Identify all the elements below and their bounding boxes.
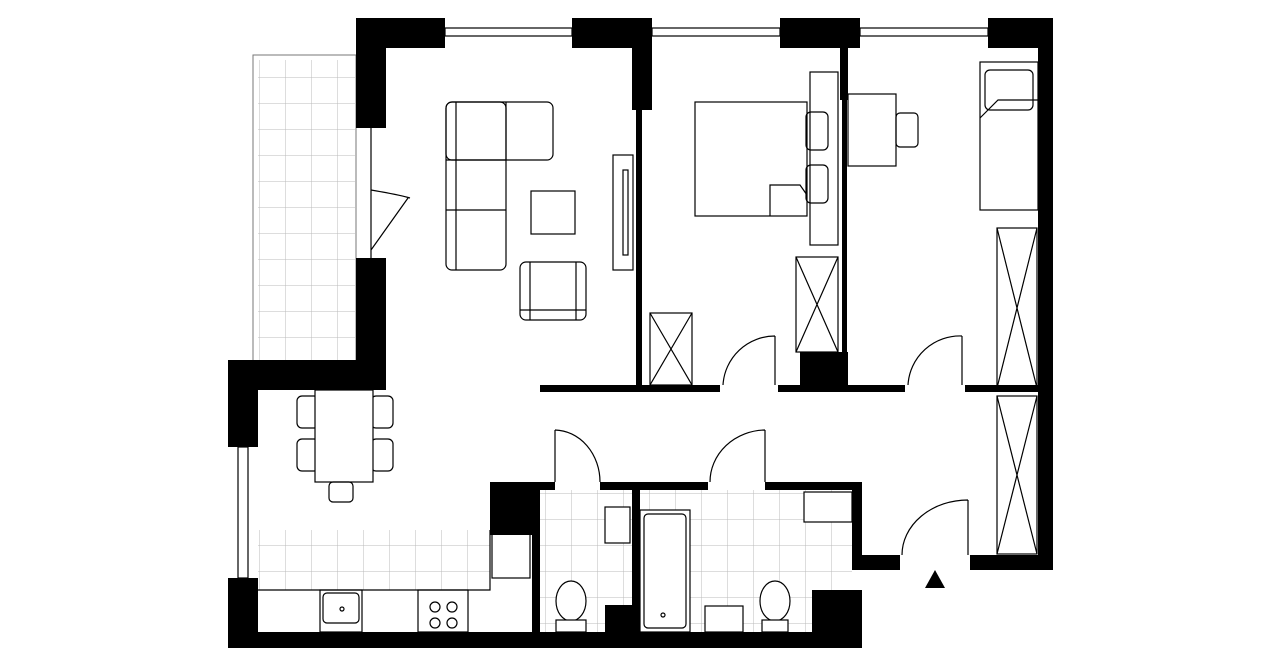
walls	[228, 18, 1053, 648]
bedroom-2-furniture	[847, 61, 1039, 555]
living-room-furniture	[445, 101, 634, 321]
wc-fixtures	[555, 506, 631, 633]
kitchen-counter-tiles	[258, 530, 490, 590]
balcony	[252, 54, 357, 362]
windows	[237, 27, 989, 579]
doors	[370, 128, 969, 588]
bathroom-fixtures	[639, 491, 853, 633]
bedroom-furniture	[649, 71, 839, 386]
kitchen-furniture	[258, 389, 531, 633]
entrance-arrow-icon	[925, 570, 945, 588]
